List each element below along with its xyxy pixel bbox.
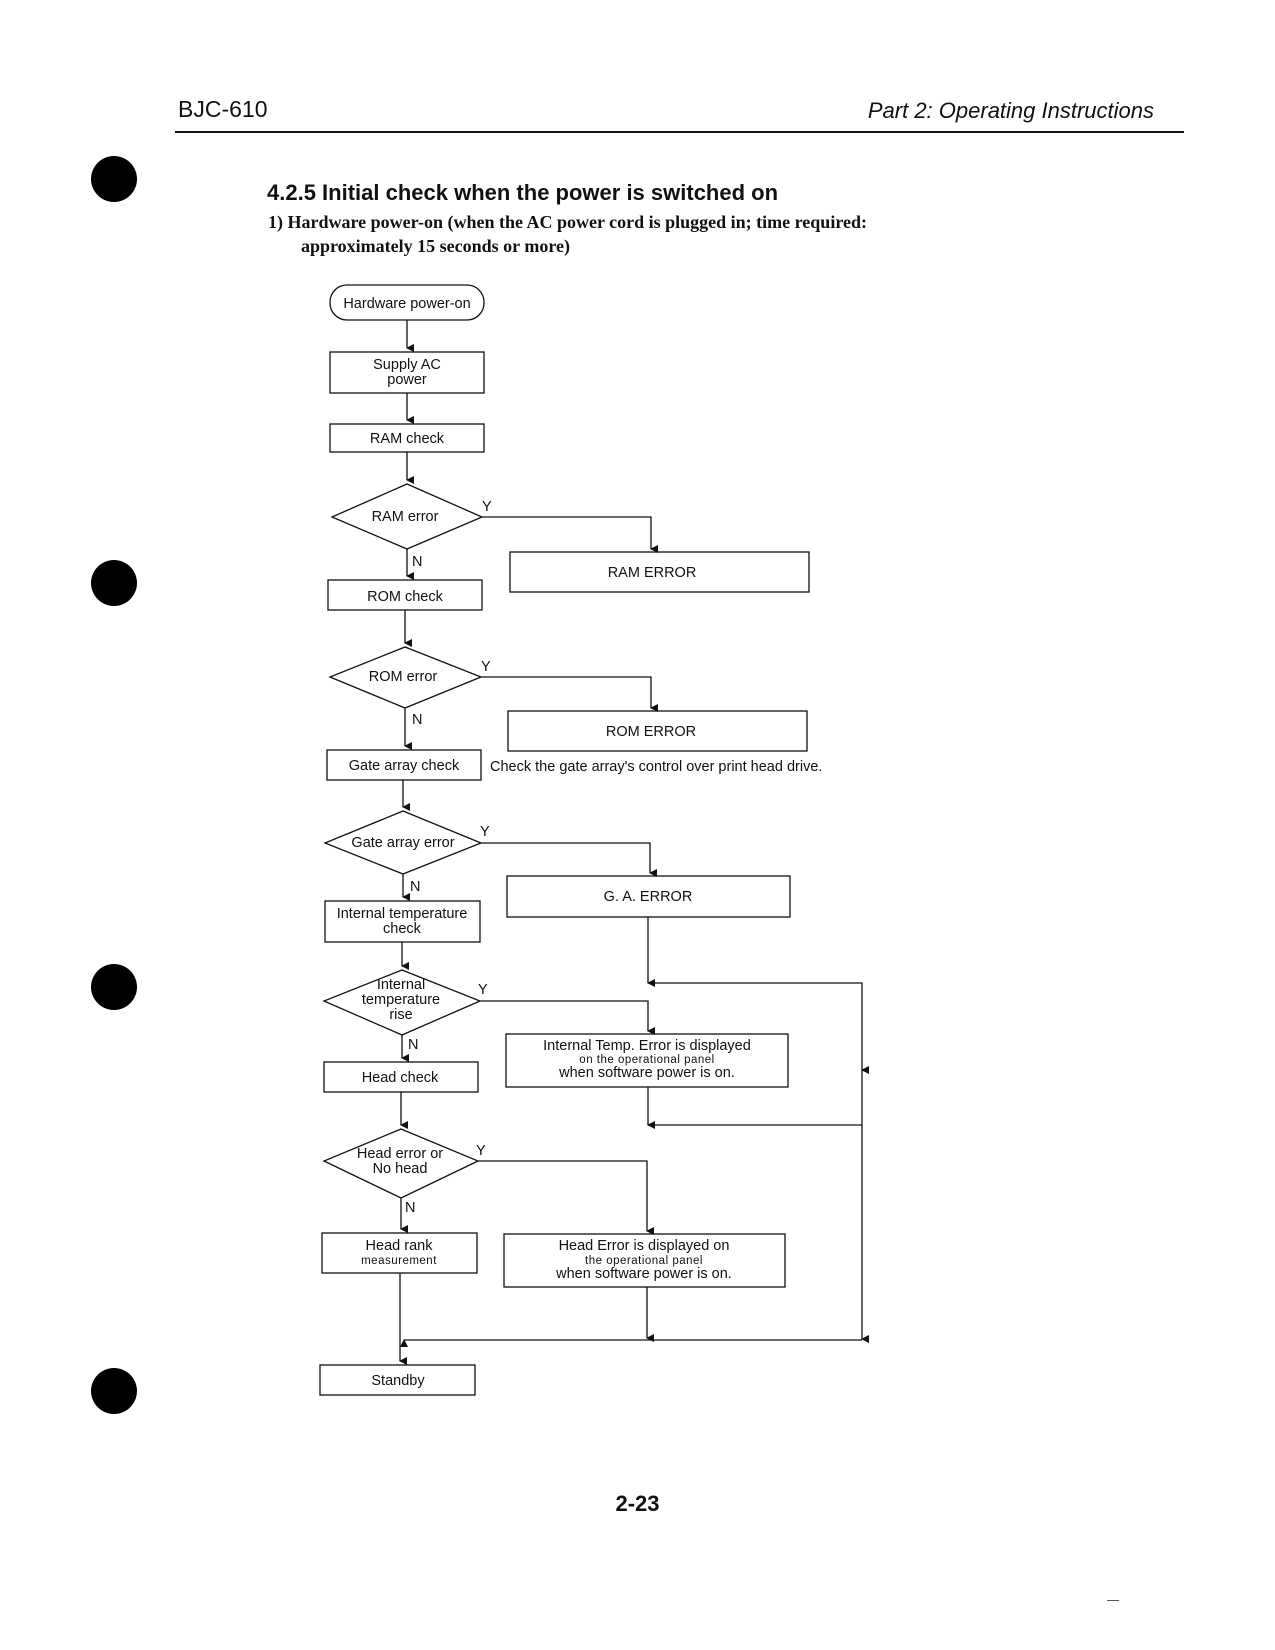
yes-label: Y — [482, 499, 492, 515]
head-box-line-1: Head Error is displayed on — [559, 1238, 730, 1254]
rom-error-question: ROM error — [369, 669, 438, 685]
gate-error-question: Gate array error — [351, 835, 454, 851]
no-label: N — [412, 554, 422, 570]
temp-check-label-2: check — [383, 921, 422, 937]
head-question-1: Head error or — [357, 1146, 443, 1162]
rom-error-box-label: ROM ERROR — [606, 724, 696, 740]
rom-check-label: ROM check — [367, 589, 443, 605]
header-part-title: Part 2: Operating Instructions — [867, 98, 1154, 123]
temp-box-line-3: when software power is on. — [558, 1065, 735, 1081]
gate-check-label: Gate array check — [349, 758, 460, 774]
start-label: Hardware power-on — [343, 296, 470, 312]
subtitle-line-2: approximately 15 seconds or more) — [301, 236, 570, 256]
yes-label: Y — [476, 1143, 486, 1159]
temp-error-box — [505, 1033, 789, 1088]
standby-label: Standby — [371, 1373, 425, 1389]
gate-check-note: Check the gate array's control over prin… — [490, 759, 822, 775]
supply-ac-label-2: power — [387, 372, 427, 388]
binder-hole — [91, 1368, 137, 1414]
header-rule — [175, 131, 1184, 133]
head-question-2: No head — [373, 1161, 428, 1177]
subtitle-line-1: 1) Hardware power-on (when the AC power … — [268, 212, 867, 232]
gate-check-box — [326, 749, 482, 781]
scan-mark — [1107, 1600, 1119, 1601]
binder-hole — [91, 156, 137, 202]
no-label: N — [412, 712, 422, 728]
no-label: N — [408, 1037, 418, 1053]
section-title: 4.2.5 Initial check when the power is sw… — [267, 180, 779, 205]
head-check-label: Head check — [362, 1070, 439, 1086]
yes-label: Y — [481, 659, 491, 675]
temp-question-3: rise — [389, 1007, 412, 1023]
ram-error-box — [509, 551, 810, 593]
head-rank-label-2: measurement — [361, 1255, 437, 1267]
no-label: N — [410, 879, 420, 895]
standby-box — [319, 1364, 476, 1396]
yes-label: Y — [478, 982, 488, 998]
head-error-box — [503, 1233, 786, 1288]
header-model: BJC-610 — [178, 96, 268, 122]
supply-ac-label-1: Supply AC — [373, 357, 441, 373]
temp-question-1: Internal — [377, 977, 425, 993]
binder-hole — [91, 964, 137, 1010]
temp-box-line-2: on the operational panel — [579, 1054, 714, 1066]
ram-check-label: RAM check — [370, 431, 445, 447]
ga-error-box-label: G. A. ERROR — [604, 889, 693, 905]
ram-error-box-label: RAM ERROR — [608, 565, 697, 581]
temp-box-line-1: Internal Temp. Error is displayed — [543, 1038, 751, 1054]
temp-check-label-1: Internal temperature — [337, 906, 468, 922]
no-label: N — [405, 1200, 415, 1216]
rom-error-box — [507, 710, 808, 752]
head-rank-label-1: Head rank — [366, 1238, 434, 1254]
section-subtitle: 1) Hardware power-on (when the AC power … — [268, 210, 1058, 258]
temp-question-2: temperature — [362, 992, 440, 1008]
page-number: 2-23 — [615, 1491, 660, 1516]
yes-label: Y — [480, 824, 490, 840]
head-box-line-2: the operational panel — [585, 1255, 703, 1267]
ram-error-question: RAM error — [372, 509, 439, 525]
binder-hole — [91, 560, 137, 606]
head-box-line-3: when software power is on. — [555, 1266, 732, 1282]
